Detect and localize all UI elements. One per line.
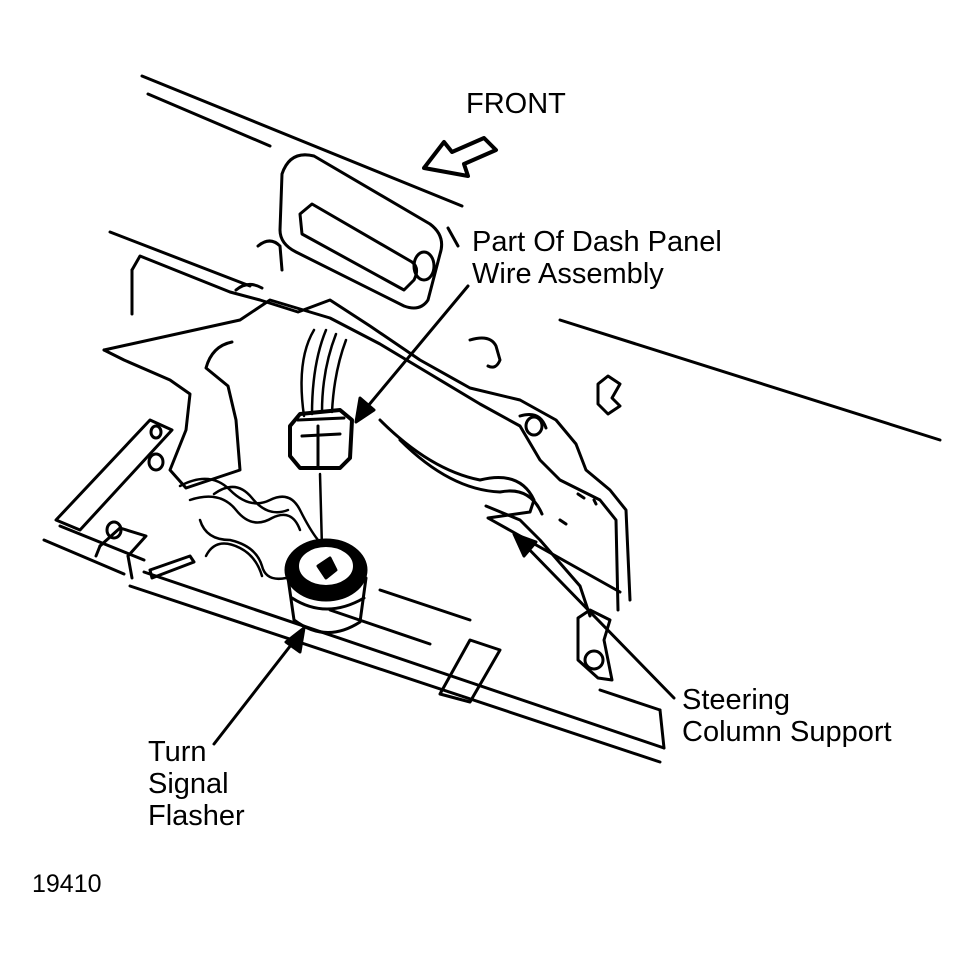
leader-flasher (214, 628, 304, 744)
figure-number: 19410 (32, 870, 102, 898)
steering-label-line2: Column Support (682, 716, 892, 748)
dash-panel-lines (110, 76, 940, 440)
flasher-label-line1: Turn (148, 736, 207, 768)
dash-wire-label-line2: Wire Assembly (472, 258, 664, 290)
right-lower-bracket (560, 494, 612, 680)
dash-wire-label-line1: Part Of Dash Panel (472, 226, 722, 258)
flasher-label-line2: Signal (148, 768, 229, 800)
turn-signal-flasher-label: Turn Signal Flasher (148, 736, 245, 832)
flasher-harness (180, 474, 322, 579)
flasher-label-line3: Flasher (148, 800, 245, 832)
support-body (104, 256, 630, 616)
steering-label-line1: Steering (682, 684, 791, 716)
front-label: FRONT (466, 88, 566, 120)
wire-connector (290, 330, 352, 468)
left-side-bracket (56, 420, 194, 578)
lower-rail (44, 526, 664, 762)
dash-wire-assembly-label: Part Of Dash Panel Wire Assembly (472, 226, 722, 290)
steering-column-support-label: Steering Column Support (682, 684, 892, 748)
leader-dash-wire (356, 228, 468, 422)
upper-mounting-bracket (236, 155, 442, 308)
leader-steering-support (514, 534, 674, 698)
turn-signal-flasher-unit (286, 540, 366, 633)
front-direction-arrow (424, 138, 496, 176)
